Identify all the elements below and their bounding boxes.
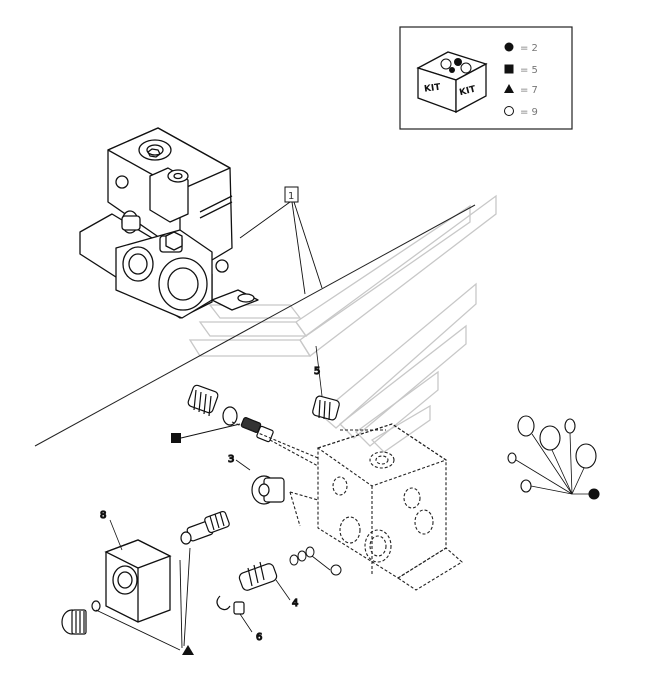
kit-legend-row-2: = 2 <box>504 42 538 54</box>
solenoid-coil: 8 <box>99 509 172 623</box>
seal-kit-rings <box>507 415 600 500</box>
fittings-middle: 5 <box>187 345 340 443</box>
filled-square-icon <box>171 433 181 443</box>
filled-triangle-icon <box>182 645 194 655</box>
o-rings-center <box>289 546 342 576</box>
watermark-chevrons <box>188 194 497 453</box>
kit-box-icon: KIT KIT <box>416 51 488 114</box>
callout-label-1: 1 <box>288 191 294 202</box>
kit-legend-row-9: = 9 <box>504 106 538 118</box>
kit-legend-text-5: = 5 <box>520 65 538 76</box>
kit-legend-row-5: = 5 <box>504 64 538 76</box>
callout-label-8: 8 <box>100 510 106 521</box>
filled-circle-icon <box>504 42 514 52</box>
kit-legend-text-2: = 2 <box>520 43 538 54</box>
valve-assembly-top <box>79 127 259 319</box>
callout-label-6: 6 <box>256 632 262 643</box>
part-3-fitting: 3 <box>227 453 285 505</box>
kit-legend-row-7: = 7 <box>504 84 538 96</box>
callout-1: 1 <box>239 186 323 295</box>
callout-label-3: 3 <box>228 454 234 465</box>
filled-triangle-icon <box>504 84 514 93</box>
callout-label-4: 4 <box>292 598 298 609</box>
kit-legend-text-9: = 9 <box>520 107 538 118</box>
knurled-nut <box>61 600 101 635</box>
callout-label-5: 5 <box>314 366 320 377</box>
kit-legend-text-7: = 7 <box>520 85 538 96</box>
kit-triangle-marker <box>95 547 194 655</box>
kit-label-left: KIT <box>424 82 443 94</box>
kit-square-marker <box>171 423 241 443</box>
open-circle-icon <box>504 106 514 116</box>
filled-square-icon <box>504 64 514 74</box>
kit-legend: KIT KIT = 2 = 5 = 7 = 9 <box>399 26 573 130</box>
valve-body-dashed <box>231 421 463 591</box>
kit-label-right: KIT <box>458 84 477 98</box>
part-6-clip: 6 <box>216 595 263 644</box>
cartridge-valve <box>180 510 230 545</box>
part-4-fitting: 4 <box>238 561 299 610</box>
section-line <box>34 204 476 447</box>
filled-circle-icon <box>588 488 600 500</box>
